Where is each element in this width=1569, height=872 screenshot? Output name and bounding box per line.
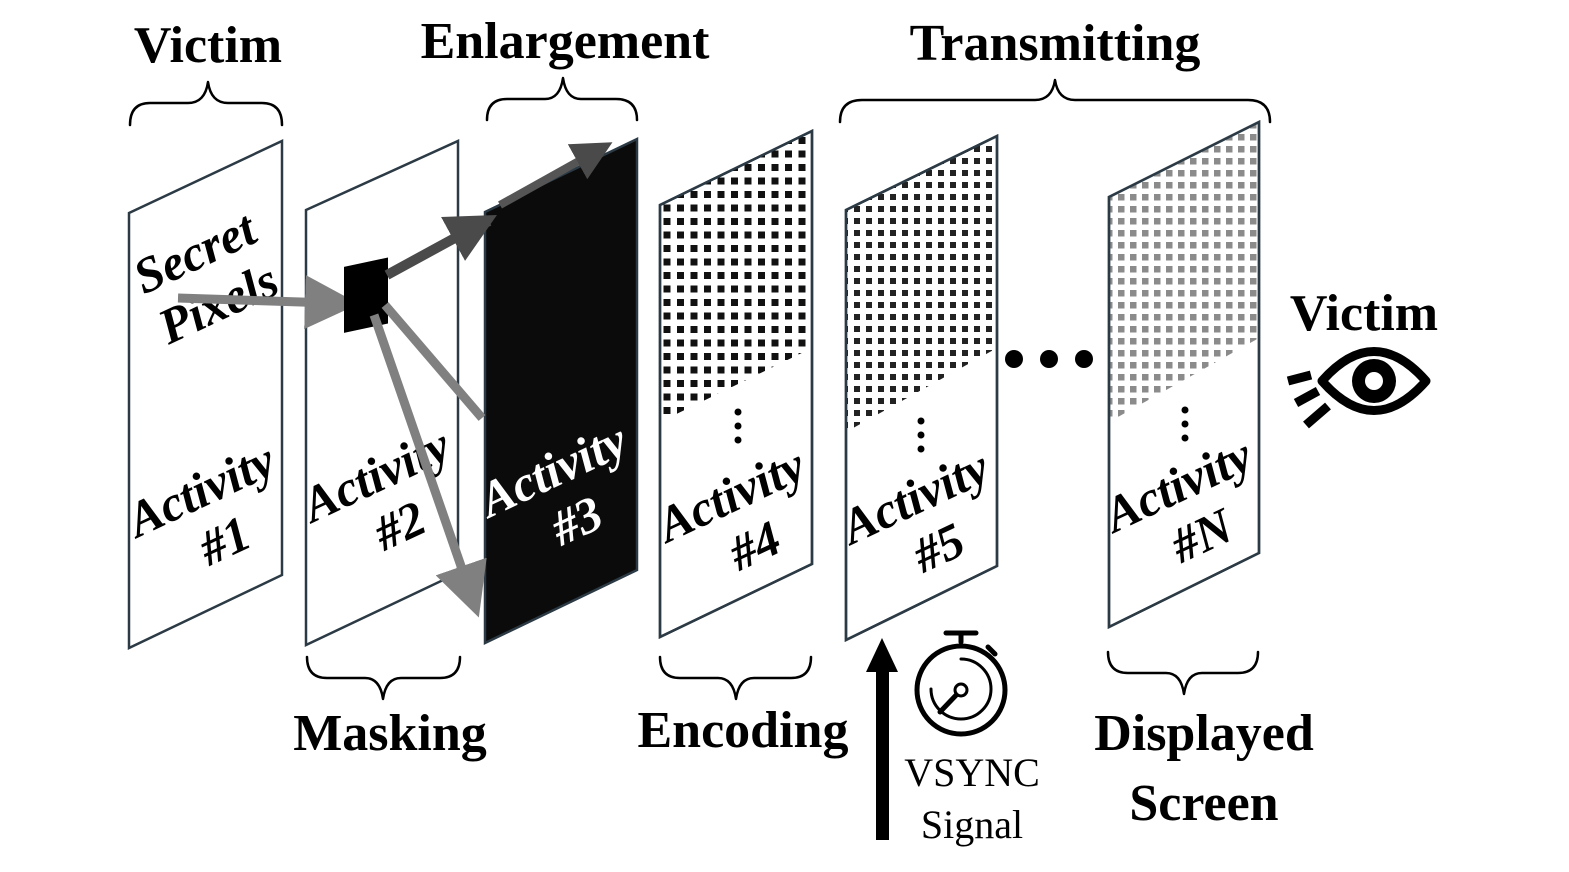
enlargement-label: Enlargement <box>421 13 711 70</box>
enlargement-brace <box>485 76 639 122</box>
victim-brace <box>128 80 284 127</box>
flow-arrows <box>177 142 613 618</box>
victim-right-label: Victim <box>1290 285 1438 342</box>
vsync-label-line2: Signal <box>921 802 1023 847</box>
victim-top-label: Victim <box>134 17 282 74</box>
ellipsis-horizontal <box>1005 350 1093 368</box>
arrow-mask-to-middle <box>381 302 486 421</box>
displayed-brace <box>1106 650 1260 696</box>
panel-activity-1: Secret Pixels Activity #1 <box>116 139 287 650</box>
encoding-label: Encoding <box>638 702 849 759</box>
panel-activity-5: Activity #5 <box>830 133 999 643</box>
eye-icon <box>1286 347 1431 429</box>
arrow-enlarge-top <box>498 142 613 209</box>
ellipsis-vertical-4 <box>734 408 742 444</box>
panel-activity-n: Activity #N <box>1093 119 1261 630</box>
encoding-brace <box>658 655 813 701</box>
masking-label: Masking <box>293 705 487 762</box>
ellipsis-vertical-5 <box>917 417 925 453</box>
panel-activity-3: Activity #3 <box>468 137 639 645</box>
ellipsis-vertical-n <box>1181 406 1189 442</box>
masking-brace <box>305 655 462 701</box>
arrow-mask-to-top <box>384 215 497 280</box>
panel-activity-2: Activity #2 <box>291 139 460 647</box>
displayed-label-line2: Screen <box>1129 775 1278 832</box>
mask-square <box>344 257 388 333</box>
vsync-arrow <box>866 638 898 840</box>
transmitting-brace <box>838 78 1272 124</box>
transmitting-label: Transmitting <box>910 15 1201 72</box>
stopwatch-icon <box>914 630 1008 737</box>
arrow-mask-to-bottom <box>369 313 487 618</box>
displayed-label-line1: Displayed <box>1094 705 1314 762</box>
arrow-secret-to-mask <box>177 275 359 330</box>
panel-activity-4: Activity #4 <box>646 129 814 639</box>
vsync-label-line1: VSYNC <box>904 750 1040 795</box>
